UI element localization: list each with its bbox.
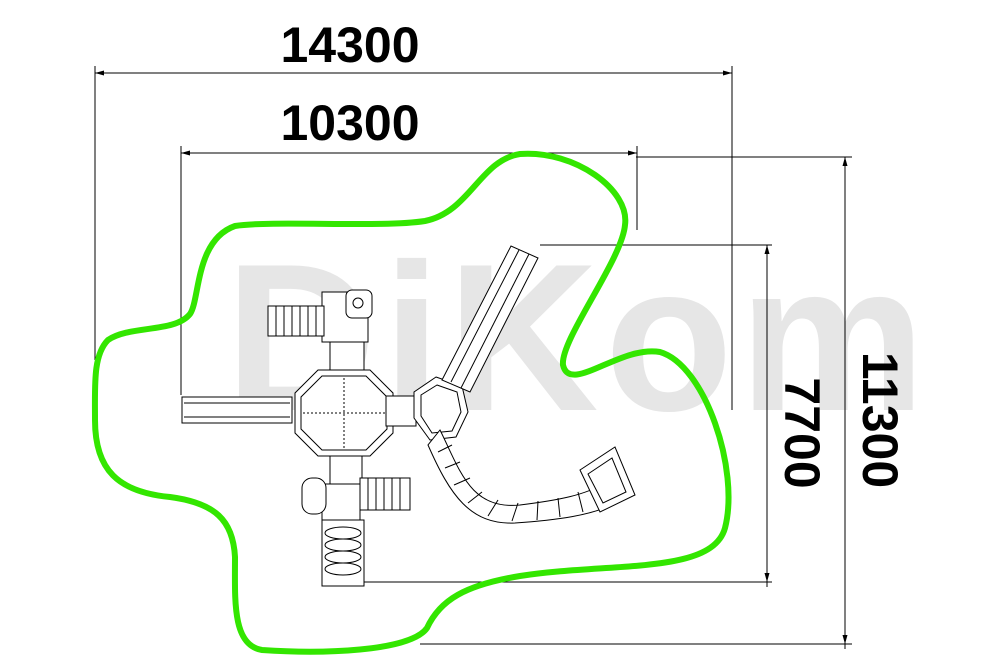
left-slide: [181, 396, 293, 424]
top-left-ladder: [267, 305, 325, 337]
overall-height-label: 11300: [852, 352, 908, 488]
dimension-arrows: [95, 70, 848, 644]
safety-zone-outline: [91, 150, 732, 655]
inner-width-label: 10300: [280, 95, 419, 151]
top-bridge: [329, 341, 365, 371]
bottom-bridge: [329, 455, 363, 485]
middle-bridge: [385, 395, 417, 427]
dimension-lines: [94, 66, 852, 649]
bottom-left-panel: [301, 477, 327, 515]
overall-width-label: 14300: [280, 17, 419, 73]
steering-panel: [345, 289, 373, 319]
playground-equipment: [181, 245, 636, 587]
bottom-tower: [321, 483, 361, 521]
tube-slide-exit: [579, 446, 636, 513]
inner-height-label: 7700: [774, 377, 830, 488]
